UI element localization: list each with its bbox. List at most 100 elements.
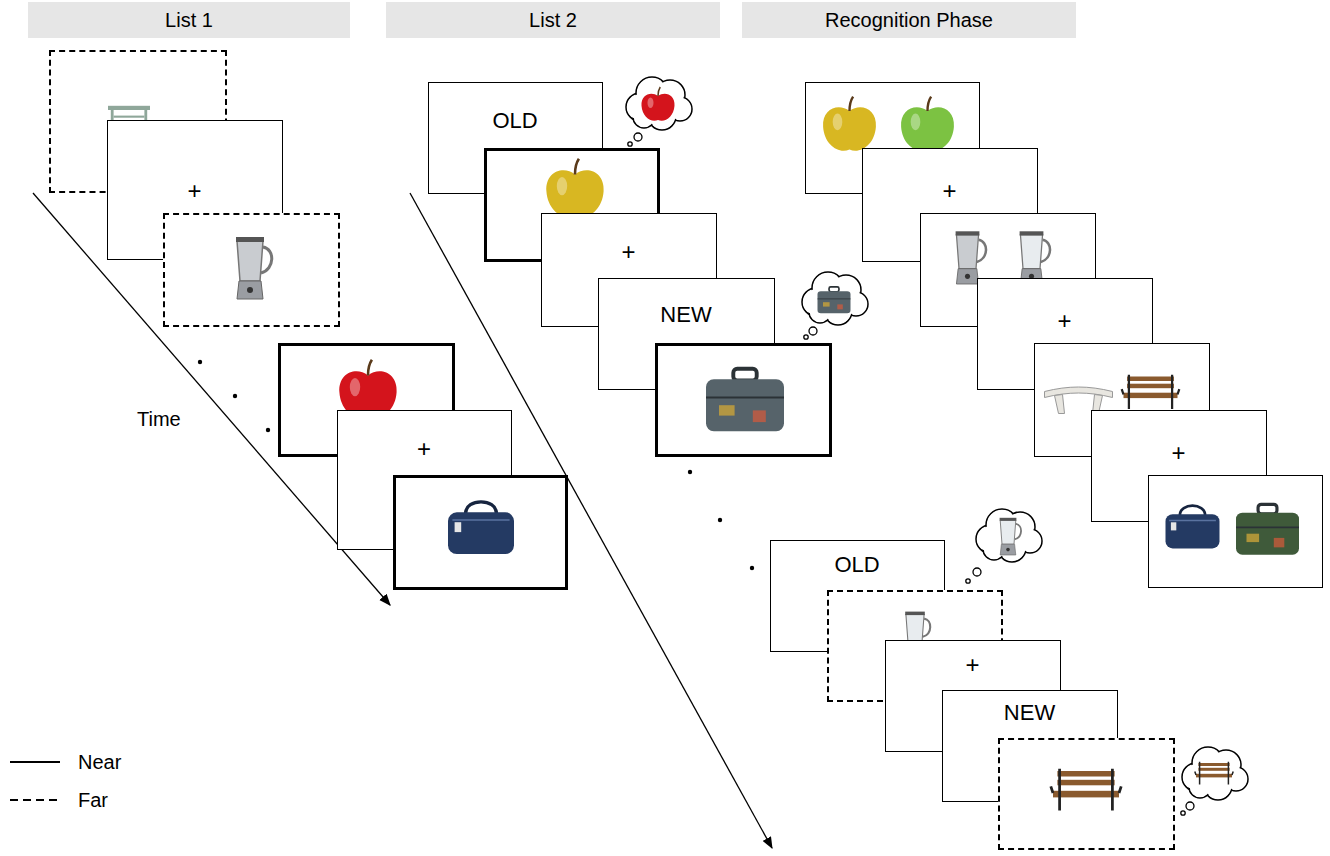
object-picture-part: [1171, 522, 1176, 530]
object-picture-part: [906, 614, 924, 642]
stimulus-picture: [658, 346, 829, 454]
phase-title: Recognition Phase: [825, 9, 993, 31]
object-picture-part: [575, 159, 579, 175]
screen-text: OLD: [834, 553, 879, 577]
object-picture-part: [350, 378, 360, 396]
stimulus-picture: [396, 478, 565, 587]
screen-text: +: [1057, 308, 1071, 334]
screen-text: +: [621, 239, 635, 265]
stimulus-screen: [998, 738, 1175, 850]
object-picture-part: [368, 360, 372, 376]
object-picture-part: [956, 269, 978, 284]
thought-bubble: [1181, 811, 1185, 815]
thought-bubble-part: [818, 298, 851, 299]
ellipsis-dot: [750, 566, 754, 570]
object-picture-part: [455, 522, 462, 532]
object-picture-part: [237, 281, 263, 299]
object-picture: [1051, 769, 1121, 811]
thought-bubble: [973, 568, 981, 576]
screen-text: NEW: [1004, 701, 1055, 725]
stimulus-screen: [1148, 475, 1323, 588]
object-picture-part: [850, 97, 854, 111]
object-picture-part: [1258, 504, 1277, 513]
ellipsis-dot: [718, 518, 722, 522]
object-picture-part: [1169, 520, 1216, 521]
thought-bubble-part: [1196, 774, 1232, 778]
stimulus-picture: [1000, 740, 1173, 848]
object-picture-part: [1247, 534, 1260, 542]
thought-bubble-part: [837, 304, 843, 309]
object-picture-part: [1180, 506, 1205, 515]
object-picture: [108, 106, 150, 121]
object-picture-part: [1057, 771, 1114, 777]
thought-bubble-part: [1000, 520, 1016, 544]
object-picture-part: [1236, 527, 1299, 529]
thought-bubble-part: [1198, 768, 1229, 771]
legend-swatch: [10, 761, 60, 763]
object-picture: [448, 502, 514, 554]
object-picture: [706, 369, 784, 431]
object-picture: [1122, 375, 1180, 409]
object-picture-part: [911, 114, 921, 131]
object-picture-part: [905, 612, 925, 616]
stimulus-screen: [655, 343, 832, 457]
legend-text: Near: [78, 751, 121, 773]
object-picture: [956, 231, 986, 284]
object-picture-part: [1166, 514, 1220, 548]
thought-bubble: [976, 509, 1042, 562]
object-picture: [1020, 231, 1050, 284]
thought-bubble-part: [1000, 544, 1016, 555]
thought-bubble-part: [1000, 518, 1017, 521]
thought-bubble-part: [641, 94, 674, 121]
thought-bubble: [1182, 747, 1248, 800]
screen-text: OLD: [492, 109, 537, 133]
object-picture-part: [236, 237, 264, 242]
object-picture-part: [706, 396, 784, 398]
phase-header: List 2: [386, 2, 720, 38]
stimulus-picture: [165, 215, 338, 325]
thought-bubble: [626, 77, 692, 130]
object-picture: [1236, 504, 1299, 554]
screen-text: +: [417, 436, 431, 462]
thought-bubble-part: [829, 287, 839, 292]
object-picture-part: [237, 241, 263, 281]
thought-bubble: [628, 142, 632, 146]
object-picture: [1166, 506, 1220, 549]
object-picture-part: [1236, 513, 1299, 555]
thought-bubble: [966, 579, 970, 583]
object-picture-part: [448, 512, 514, 554]
object-picture-part: [1127, 384, 1174, 389]
ellipsis-dot: [198, 360, 202, 364]
stimulus-picture: [1149, 476, 1321, 586]
ellipsis-dot: [688, 470, 692, 474]
thought-bubble: [809, 327, 817, 335]
object-picture: [823, 97, 876, 151]
thought-bubble-part: [818, 291, 851, 313]
object-picture-part: [1057, 780, 1114, 786]
thought-bubble-part: [648, 98, 654, 109]
object-picture-part: [1020, 235, 1042, 269]
object-picture-part: [247, 287, 253, 293]
thought-bubble-part: [1006, 548, 1010, 552]
object-picture-part: [546, 170, 603, 217]
axis-label: Time: [137, 408, 181, 430]
object-picture-part: [719, 405, 735, 415]
object-picture-part: [733, 369, 756, 381]
object-picture-part: [466, 502, 497, 514]
ellipsis-dot: [266, 428, 270, 432]
thought-bubble-part: [818, 287, 851, 313]
screen-text: +: [1171, 440, 1185, 466]
thought-bubble: [802, 272, 868, 325]
object-picture-part: [901, 107, 954, 150]
object-picture-part: [1127, 377, 1174, 382]
thought-bubble-part: [658, 87, 660, 96]
ellipsis-dot: [233, 394, 237, 398]
object-picture-part: [823, 107, 876, 150]
legend-text: Far: [78, 789, 108, 811]
object-picture-part: [1274, 538, 1285, 547]
object-picture-part: [706, 379, 784, 431]
object-picture-part: [1051, 769, 1121, 811]
object-picture-part: [956, 231, 980, 235]
object-picture-part: [114, 116, 145, 118]
object-picture-part: [452, 519, 509, 521]
